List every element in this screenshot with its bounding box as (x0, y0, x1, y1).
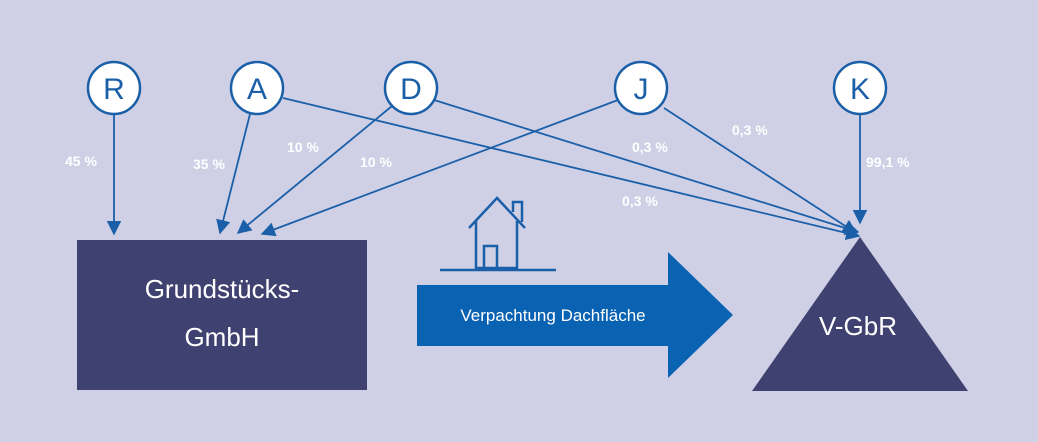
edge-a-gbr (282, 97, 861, 241)
pct-d-gbr: 0,3 % (632, 139, 668, 155)
node-k-circle (832, 60, 888, 116)
gmbh-label-line1: Grundstücks- (145, 274, 300, 304)
node-k: K (832, 60, 888, 116)
node-j-circle (613, 60, 669, 116)
edge-d-gmbh (236, 105, 393, 234)
edge-j-gbr (663, 107, 858, 234)
edge-d-gbr (433, 99, 860, 236)
node-j: J (613, 60, 669, 116)
lease-arrow-label: Verpachtung Dachfläche (460, 306, 645, 325)
gbr-label: V-GbR (819, 311, 897, 341)
pct-d-gmbh: 10 % (287, 139, 319, 155)
gmbh-label-line2: GmbH (184, 322, 259, 352)
node-k-label: K (850, 73, 870, 106)
pct-a-gbr: 0,3 % (622, 193, 658, 209)
pct-k-gbr: 99,1 % (866, 154, 910, 170)
node-a: A (229, 60, 285, 116)
node-r-circle (86, 60, 142, 116)
house-icon (440, 196, 556, 272)
edge-j-gmbh (260, 99, 619, 237)
node-j-label: J (634, 73, 649, 106)
edge-a-gmbh (216, 113, 251, 235)
gbr-triangle (752, 237, 968, 391)
node-d-circle (383, 60, 439, 116)
gmbh-box (77, 240, 367, 390)
pct-r-gmbh: 45 % (65, 153, 97, 169)
node-r: R (86, 60, 142, 116)
pct-j-gmbh: 10 % (360, 154, 392, 170)
node-a-circle (229, 60, 285, 116)
node-d-label: D (400, 73, 422, 106)
node-a-label: A (247, 73, 267, 106)
node-d: D (383, 60, 439, 116)
pct-j-gbr: 0,3 % (732, 122, 768, 138)
pct-a-gmbh: 35 % (193, 156, 225, 172)
lease-arrow (417, 252, 733, 378)
node-r-label: R (103, 73, 125, 106)
